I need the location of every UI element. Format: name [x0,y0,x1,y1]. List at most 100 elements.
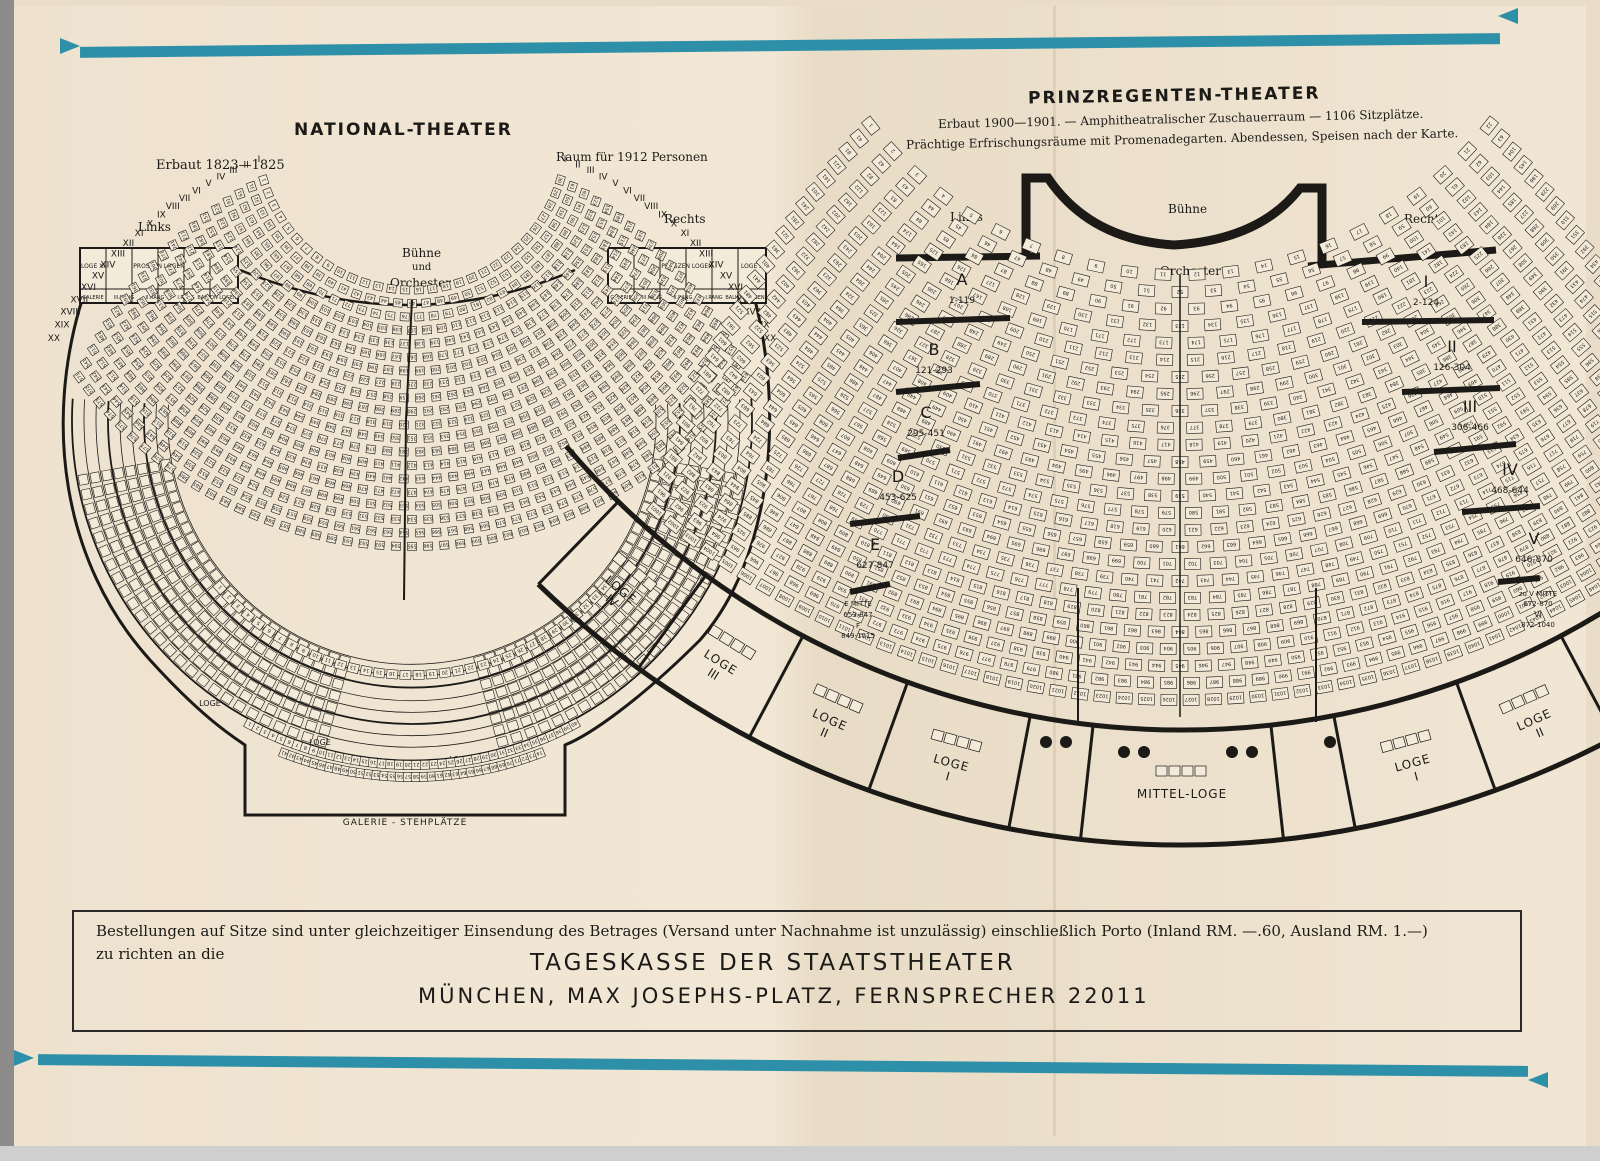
prinz-seat: 290 [1007,359,1028,376]
prinz-seat: 13 [1221,264,1240,279]
parterre-seat: 431 [674,320,687,334]
prinz-seat: 309 [1534,232,1555,253]
prinz-seat: 302 [1360,348,1381,366]
ring-seat [650,559,665,574]
parterre-seat: 495 [709,317,722,331]
parterre-seat: 3 [267,199,280,212]
prinz-seat: 403 [795,293,817,314]
seat-number: 75 [387,311,394,318]
ring-seat [198,592,213,607]
prinz-seat: 285 [873,290,895,310]
ring-seat [482,689,496,702]
seat-box [109,539,123,554]
parterre-seat: 368 [647,311,661,325]
seat-box [159,559,174,574]
seat-box [646,542,661,557]
parterre-seat: 35 [271,230,284,244]
seat-box [207,682,223,697]
parterre-seat: 525 [262,485,275,498]
ring-seat [502,708,516,721]
parterre-seat: 530 [341,508,353,520]
parterre-seat: 396 [622,359,636,373]
parterre-seat: 83 [496,286,509,300]
seat-box [325,700,338,713]
seat-box [126,517,140,532]
parterre-seat: 230 [422,379,434,389]
prinz-seat: 321 [775,224,795,245]
parterre-seat: 482 [103,343,117,357]
prinz-seat: 466 [1387,411,1408,429]
parterre-seat: 452 [111,331,124,345]
ring-seat [126,517,140,532]
parterre-seat: 329 [539,386,553,399]
parterre-seat: 493 [690,344,704,358]
prinz-seat: 96 [1284,285,1304,302]
seat-box [188,618,204,633]
parterre-seat: 402 [247,419,260,432]
prinz-seat: 329 [967,362,988,380]
seat-number: 257 [1235,369,1245,376]
ring-seat [245,706,260,721]
parterre-seat: 174 [496,332,509,345]
seat-number: 66 [475,766,482,773]
parterre-seat: 538 [471,508,483,520]
galerie-seat: 19 [394,759,404,770]
seat-number: 61 [436,772,443,778]
seat-box [208,636,223,652]
parterre-seat: 172 [467,343,480,355]
galerie-label: GALERIE - STEHPLÄTZE [343,817,468,828]
ring-seat [257,658,272,672]
parterre-seat: 304 [608,316,622,329]
prinz-seat: 445 [830,343,851,363]
parterre-seat: 394 [597,380,611,394]
parterre-seat: 606 [577,502,591,515]
parterre-seat: 431 [225,421,239,435]
seat-box [214,672,230,687]
prinz-seat: 227 [1514,204,1535,225]
seat-box [180,608,195,623]
parterre-seat: 225 [342,370,355,382]
ring-seat [287,687,301,701]
parterre-seat: 193 [320,349,334,361]
parterre-seat: 134 [353,331,365,343]
row-numeral-right: V [612,179,619,189]
row-numeral-right: VIII [644,202,658,212]
prinz-seat: 577 [1103,502,1122,517]
seat-box [153,548,167,563]
parterre-seat: 64 [252,226,265,240]
parterre-seat: 52 [487,276,500,289]
prinz-seat: 170 [1058,321,1078,337]
ring-seat [674,589,688,604]
prinz-seat: 48 [1038,262,1059,279]
prinz-seat: 414 [1072,429,1091,444]
parterre-seat: 383 [431,446,442,456]
prinz-seat: 594 [1536,386,1558,406]
ring-seat [147,536,161,551]
seat-number: 335 [1145,406,1155,413]
seat-box [620,600,635,615]
parterre-seat: 508 [479,493,491,504]
ring-seat [546,647,561,662]
prinz-seat: 213 [1125,351,1143,365]
row-numeral-left: XIII [111,250,125,260]
parterre-seat: 339 [221,370,235,383]
prinz-seat: 212 [1094,346,1113,361]
parterre-seat: 367 [188,359,202,373]
parterre-seat: 466 [292,468,305,480]
prinz-seat: 249 [992,335,1012,353]
parterre-seat: 467 [308,473,321,485]
ring-seat [583,636,599,651]
parterre-seat: 543 [99,382,113,396]
seat-number: 60 [428,772,435,778]
seat-number: 10 [1126,267,1133,274]
seat-box [142,525,156,539]
seat-box [300,730,314,744]
ring-seat [184,663,199,679]
seat-number: 376 [1160,424,1170,430]
prinz-seat: 331 [1023,382,1043,399]
prinz-seat: 303 [1388,336,1409,355]
parterre-seat: 67 [280,260,293,274]
prinz-seat: 378 [1215,419,1233,433]
seat-box [190,636,205,651]
